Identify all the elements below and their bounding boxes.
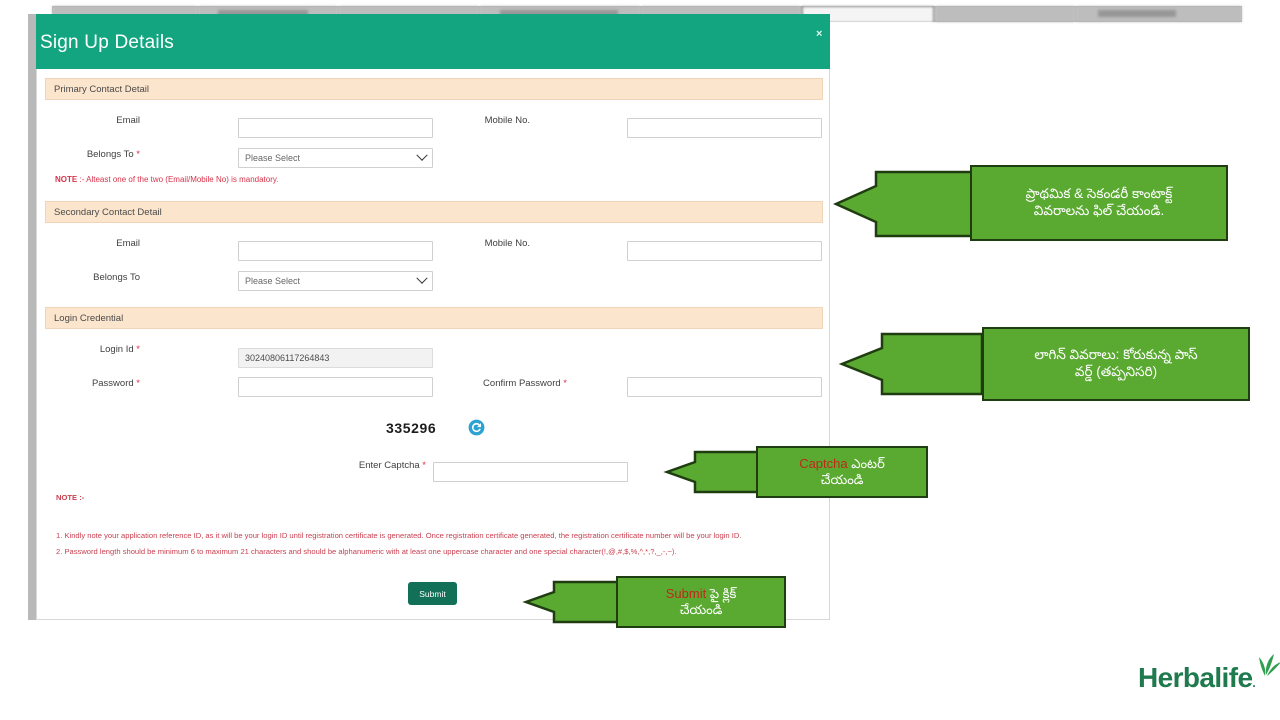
- secondary-email-input[interactable]: [238, 241, 433, 261]
- modal-left-shadow: [28, 14, 36, 620]
- secondary-belongs-to-value: Please Select: [245, 276, 301, 286]
- label-secondary-belongs-to-text: Belongs To: [93, 272, 140, 283]
- section-header-secondary-contact: Secondary Contact Detail: [45, 201, 823, 223]
- browser-tab-7-title: [1098, 10, 1176, 17]
- label-secondary-email-text: Email: [116, 238, 140, 249]
- callout-contact-details-line1: ప్రాథమిక & సెకండరీ కాంటాక్ట్: [1025, 186, 1173, 202]
- bottom-note-heading: NOTE :-: [56, 493, 85, 502]
- section-title-primary-contact: Primary Contact Detail: [54, 83, 150, 95]
- section-header-primary-contact: Primary Contact Detail: [45, 78, 823, 100]
- section-title-secondary-contact: Secondary Contact Detail: [54, 206, 162, 218]
- login-id-input[interactable]: [238, 348, 433, 368]
- note-text: :- Alteast one of the two (Email/Mobile …: [79, 175, 279, 184]
- arrow-to-contact-sections: [832, 170, 982, 238]
- callout-submit-highlight: Submit: [665, 585, 707, 601]
- arrow-to-submit-button: [522, 580, 620, 624]
- callout-contact-details-line2: వివరాలను ఫిల్ చేయండి.: [1033, 203, 1165, 218]
- label-primary-email-text: Email: [116, 115, 140, 126]
- primary-contact-note: NOTE :- Alteast one of the two (Email/Mo…: [55, 175, 279, 184]
- required-marker: *: [136, 149, 140, 160]
- callout-captcha: Captcha ఎంటర్ చేయండి: [756, 446, 928, 498]
- herbalife-logo: Herbalife.: [1138, 654, 1280, 694]
- callout-submit-line2: చేయండి: [679, 602, 723, 617]
- bottom-note-item-2: 2. Password length should be minimum 6 t…: [56, 547, 677, 556]
- label-enter-captcha-text: Enter Captcha: [358, 460, 420, 471]
- callout-contact-details: ప్రాథమిక & సెకండరీ కాంటాక్ట్ వివరాలను ఫి…: [970, 165, 1228, 241]
- arrow-to-login-section: [838, 332, 984, 396]
- note-prefix: NOTE: [55, 175, 78, 184]
- label-confirm-password-text: Confirm Password: [483, 378, 561, 389]
- chevron-down-icon: [416, 272, 428, 284]
- label-primary-belongs-to: Belongs To *: [60, 149, 140, 160]
- callout-captcha-line1: Captcha ఎంటర్: [799, 456, 885, 472]
- callout-captcha-rest: ఎంటర్: [847, 455, 885, 471]
- herbalife-registered-mark: .: [1252, 676, 1256, 690]
- primary-mobile-input[interactable]: [627, 118, 822, 138]
- label-enter-captcha: Enter Captcha *: [350, 460, 426, 471]
- required-marker: *: [136, 344, 140, 355]
- modal-header: [36, 14, 830, 69]
- callout-login-details: లాగిన్ వివరాలు: కోరుకున్న పాస్ వర్డ్ (తప…: [982, 327, 1250, 401]
- leaf-icon: [1259, 654, 1280, 676]
- label-password: Password *: [60, 378, 140, 389]
- browser-tab-4-title: [500, 10, 618, 17]
- secondary-belongs-to-select[interactable]: Please Select: [238, 271, 433, 291]
- label-secondary-belongs-to: Belongs To: [60, 272, 140, 283]
- label-confirm-password: Confirm Password *: [447, 378, 567, 389]
- primary-email-input[interactable]: [238, 118, 433, 138]
- label-primary-email: Email: [60, 115, 140, 126]
- callout-submit-rest: పై క్లిక్: [706, 585, 737, 601]
- callout-submit-line1: Submit పై క్లిక్: [666, 586, 737, 602]
- required-marker: *: [422, 460, 426, 471]
- browser-tab-2-title: [218, 10, 308, 17]
- label-login-id-text: Login Id: [99, 344, 134, 355]
- label-secondary-mobile-text: Mobile No.: [484, 238, 530, 249]
- label-primary-mobile-text: Mobile No.: [484, 115, 530, 126]
- label-secondary-email: Email: [60, 238, 140, 249]
- primary-belongs-to-select[interactable]: Please Select: [238, 148, 433, 168]
- close-icon[interactable]: ×: [816, 28, 823, 40]
- arrow-to-captcha-input: [663, 450, 761, 494]
- callout-captcha-line2: చేయండి: [820, 472, 864, 487]
- callout-captcha-highlight: Captcha: [799, 455, 848, 471]
- enter-captcha-input[interactable]: [433, 462, 628, 482]
- submit-button[interactable]: Submit: [408, 582, 457, 605]
- callout-submit: Submit పై క్లిక్ చేయండి: [616, 576, 786, 628]
- refresh-icon[interactable]: [467, 418, 486, 437]
- browser-tab-6[interactable]: [935, 6, 1075, 22]
- password-input[interactable]: [238, 377, 433, 397]
- primary-belongs-to-value: Please Select: [245, 153, 301, 163]
- label-secondary-mobile: Mobile No.: [460, 238, 530, 249]
- section-title-login-credential: Login Credential: [54, 312, 124, 324]
- chevron-down-icon: [416, 149, 428, 161]
- page-title: Sign Up Details: [40, 32, 174, 53]
- required-marker: *: [563, 378, 567, 389]
- section-header-login-credential: Login Credential: [45, 307, 823, 329]
- confirm-password-input[interactable]: [627, 377, 822, 397]
- captcha-code: 335296: [386, 420, 437, 436]
- callout-login-details-line1: లాగిన్ వివరాలు: కోరుకున్న పాస్: [1034, 347, 1198, 363]
- label-primary-mobile: Mobile No.: [460, 115, 530, 126]
- required-marker: *: [136, 378, 140, 389]
- secondary-mobile-input[interactable]: [627, 241, 822, 261]
- bottom-note-item-1: 1. Kindly note your application referenc…: [56, 531, 742, 540]
- label-login-id: Login Id *: [60, 344, 140, 355]
- label-primary-belongs-to-text: Belongs To: [86, 149, 134, 160]
- herbalife-wordmark: Herbalife: [1138, 662, 1253, 693]
- label-password-text: Password: [91, 378, 134, 389]
- callout-login-details-line2: వర్డ్ (తప్పనిసరి): [1074, 364, 1158, 379]
